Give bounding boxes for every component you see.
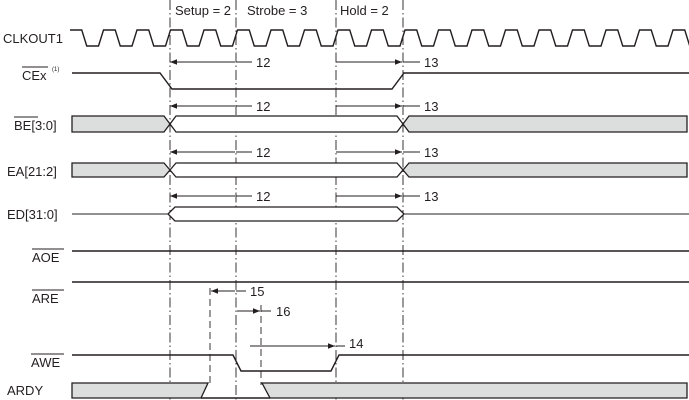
- are-label: ARE: [32, 291, 59, 306]
- cex-label: CEx: [22, 68, 47, 83]
- cex-footnote: (1): [52, 67, 59, 73]
- ea-prev-state: [71, 162, 171, 178]
- t12-be-value: 12: [256, 99, 270, 114]
- ardy-next-state: [260, 382, 688, 399]
- be-label: BE[3:0]: [14, 118, 57, 133]
- ea-label: EA[21:2]: [7, 164, 57, 179]
- hold-label: Hold = 2: [340, 3, 389, 18]
- t13-cex-value: 13: [424, 55, 438, 70]
- ardy-label: ARDY: [7, 383, 43, 398]
- aoe-label: AOE: [32, 250, 60, 265]
- ardy-prev-state: [71, 382, 210, 399]
- cex-waveform: [72, 72, 689, 90]
- t15-value: 15: [250, 284, 264, 299]
- clkout1-label: CLKOUT1: [3, 31, 63, 46]
- t13-ea-value: 13: [424, 145, 438, 160]
- be-active-state: [169, 115, 404, 133]
- t12-cex-value: 12: [256, 55, 270, 70]
- t12-ea-value: 12: [256, 145, 270, 160]
- ea-next-state: [402, 162, 688, 178]
- be-next-state: [402, 115, 688, 133]
- t13-be-value: 13: [424, 99, 438, 114]
- awe-waveform: [72, 354, 689, 372]
- t14-value: 14: [349, 336, 363, 351]
- t13-ed-value: 13: [424, 189, 438, 204]
- strobe-label: Strobe = 3: [247, 3, 307, 18]
- awe-label: AWE: [31, 355, 60, 370]
- setup-label: Setup = 2: [175, 3, 231, 18]
- ed-active-state: [167, 206, 405, 222]
- ea-active-state: [169, 162, 404, 178]
- ed-label: ED[31:0]: [7, 207, 58, 222]
- be-prev-state: [71, 115, 171, 133]
- t12-ed-value: 12: [256, 189, 270, 204]
- clkout1-waveform: [70, 29, 689, 47]
- t16-value: 16: [276, 304, 290, 319]
